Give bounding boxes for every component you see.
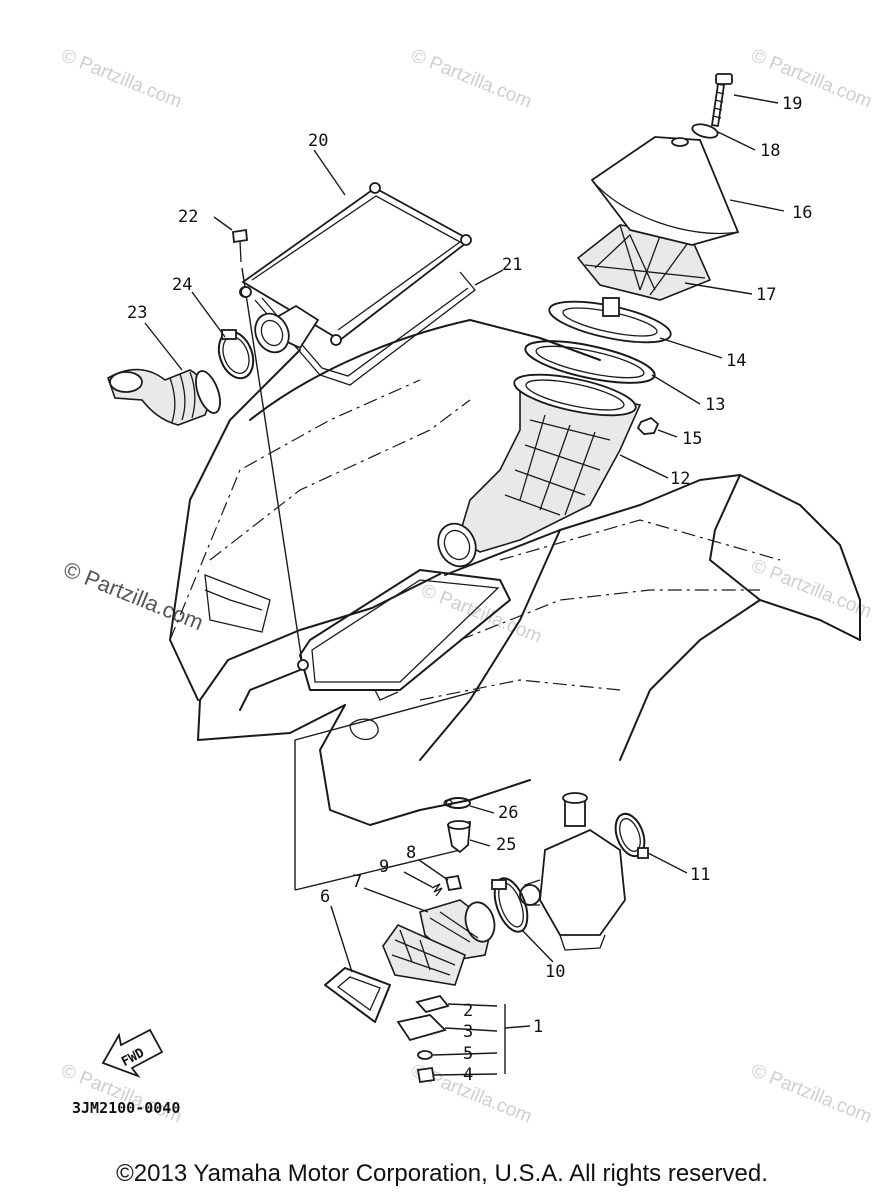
callout-16: 16 — [792, 203, 812, 223]
watermark: © Partzilla.com — [748, 45, 875, 112]
callout-3: 3 — [463, 1022, 473, 1042]
install-line — [241, 267, 304, 669]
carburetor — [519, 792, 626, 951]
fwd-arrow-icon: FWD — [101, 1028, 164, 1078]
cover-16 — [590, 136, 740, 246]
clip-26 — [443, 797, 471, 809]
callout-5: 5 — [463, 1044, 473, 1064]
callout-14: 14 — [726, 351, 746, 371]
callout-10: 10 — [545, 962, 565, 982]
callout-19: 19 — [782, 94, 802, 114]
callout-6: 6 — [320, 887, 330, 907]
hose-23 — [107, 368, 221, 426]
callout-4: 4 — [463, 1065, 473, 1085]
callout-2: 2 — [463, 1001, 473, 1021]
watermark: © Partzilla.com — [408, 45, 535, 112]
elbow-25 — [446, 820, 471, 854]
watermark: © Partzilla.com — [748, 1060, 875, 1127]
nut-15 — [636, 416, 660, 435]
screw-22 — [213, 216, 248, 263]
parts-diagram: © Partzilla.com © Partzilla.com © Partzi… — [58, 45, 875, 1127]
screw-8 — [444, 874, 463, 892]
callout-17: 17 — [756, 285, 776, 305]
hull-body — [169, 319, 861, 891]
callout-22: 22 — [178, 207, 198, 227]
flame-arrester-17 — [576, 224, 712, 301]
diagram-code: 3JM2100-0040 — [72, 1099, 180, 1117]
leader-lines — [144, 94, 785, 1076]
callout-13: 13 — [705, 395, 725, 415]
intake-duct-12 — [437, 373, 642, 568]
callout-12: 12 — [670, 469, 690, 489]
clamp-10 — [491, 877, 529, 933]
gasket-6 — [324, 967, 391, 1023]
callout-26: 26 — [498, 803, 518, 823]
callout-9: 9 — [379, 857, 389, 877]
plate-14 — [548, 297, 672, 344]
callout-7: 7 — [352, 872, 362, 892]
copyright-notice: ©2013 Yamaha Motor Corporation, U.S.A. A… — [116, 1160, 768, 1187]
callout-23: 23 — [127, 303, 147, 323]
reed-valve-assembly — [382, 924, 466, 1084]
callout-24: 24 — [172, 275, 192, 295]
callout-21: 21 — [502, 255, 522, 275]
watermark: © Partzilla.com — [418, 580, 545, 647]
callout-15: 15 — [682, 429, 702, 449]
clamp-11 — [614, 812, 649, 859]
callout-1: 1 — [533, 1017, 543, 1037]
watermark: © Partzilla.com — [58, 45, 185, 112]
gasket-13 — [524, 340, 656, 384]
clamp-24 — [217, 329, 255, 380]
callout-11: 11 — [690, 865, 710, 885]
callout-25: 25 — [496, 835, 516, 855]
washer-18 — [691, 123, 719, 139]
bolt-19 — [710, 73, 733, 128]
callout-8: 8 — [406, 843, 416, 863]
center-watermark: © Partzilla.com — [60, 556, 207, 635]
callout-20: 20 — [308, 131, 328, 151]
callout-18: 18 — [760, 141, 780, 161]
lid-outlet — [254, 304, 320, 354]
spring-9 — [431, 883, 443, 897]
